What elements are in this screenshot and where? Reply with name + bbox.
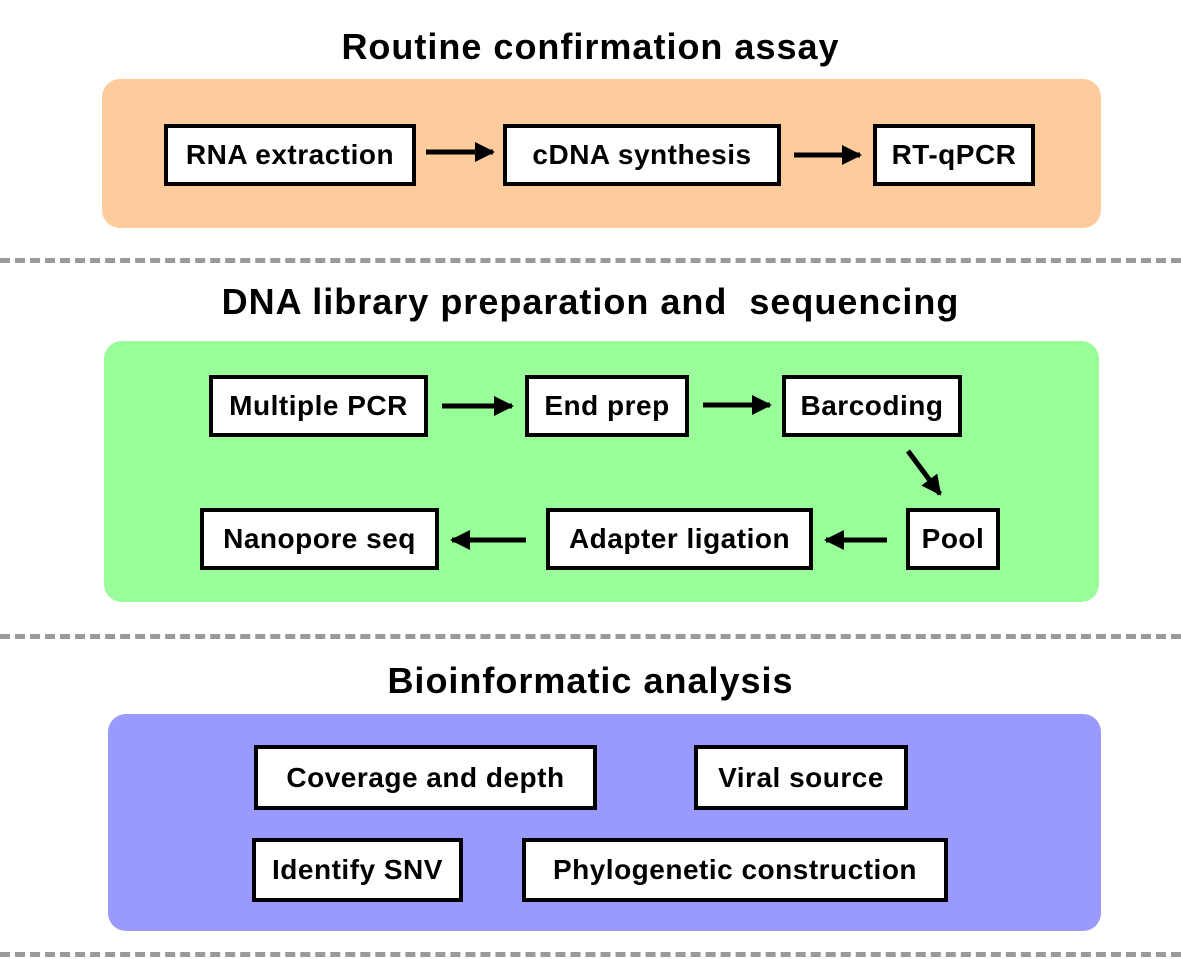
node-phylogenetic-construction: Phylogenetic construction bbox=[522, 838, 948, 902]
node-coverage-and-depth: Coverage and depth bbox=[254, 745, 597, 810]
section-divider-1 bbox=[0, 258, 1181, 263]
node-identify-snv: Identify SNV bbox=[252, 838, 463, 902]
node-rna-extraction: RNA extraction bbox=[164, 124, 416, 186]
node-multiple-pcr: Multiple PCR bbox=[209, 375, 428, 437]
node-nanopore-seq: Nanopore seq bbox=[200, 508, 439, 570]
section-divider-2 bbox=[0, 634, 1181, 639]
section-title-routine-confirmation: Routine confirmation assay bbox=[341, 26, 840, 67]
section-divider-3 bbox=[0, 952, 1181, 957]
node-cdna-synthesis: cDNA synthesis bbox=[503, 124, 781, 186]
node-rt-qpcr: RT-qPCR bbox=[873, 124, 1035, 186]
section-title-dna-library: DNA library preparation and sequencing bbox=[221, 281, 960, 322]
section-title-bioinformatic: Bioinformatic analysis bbox=[387, 660, 794, 701]
node-adapter-ligation: Adapter ligation bbox=[546, 508, 813, 570]
node-barcoding: Barcoding bbox=[782, 375, 962, 437]
node-viral-source: Viral source bbox=[694, 745, 908, 810]
node-end-prep: End prep bbox=[525, 375, 689, 437]
node-pool: Pool bbox=[906, 508, 1000, 570]
